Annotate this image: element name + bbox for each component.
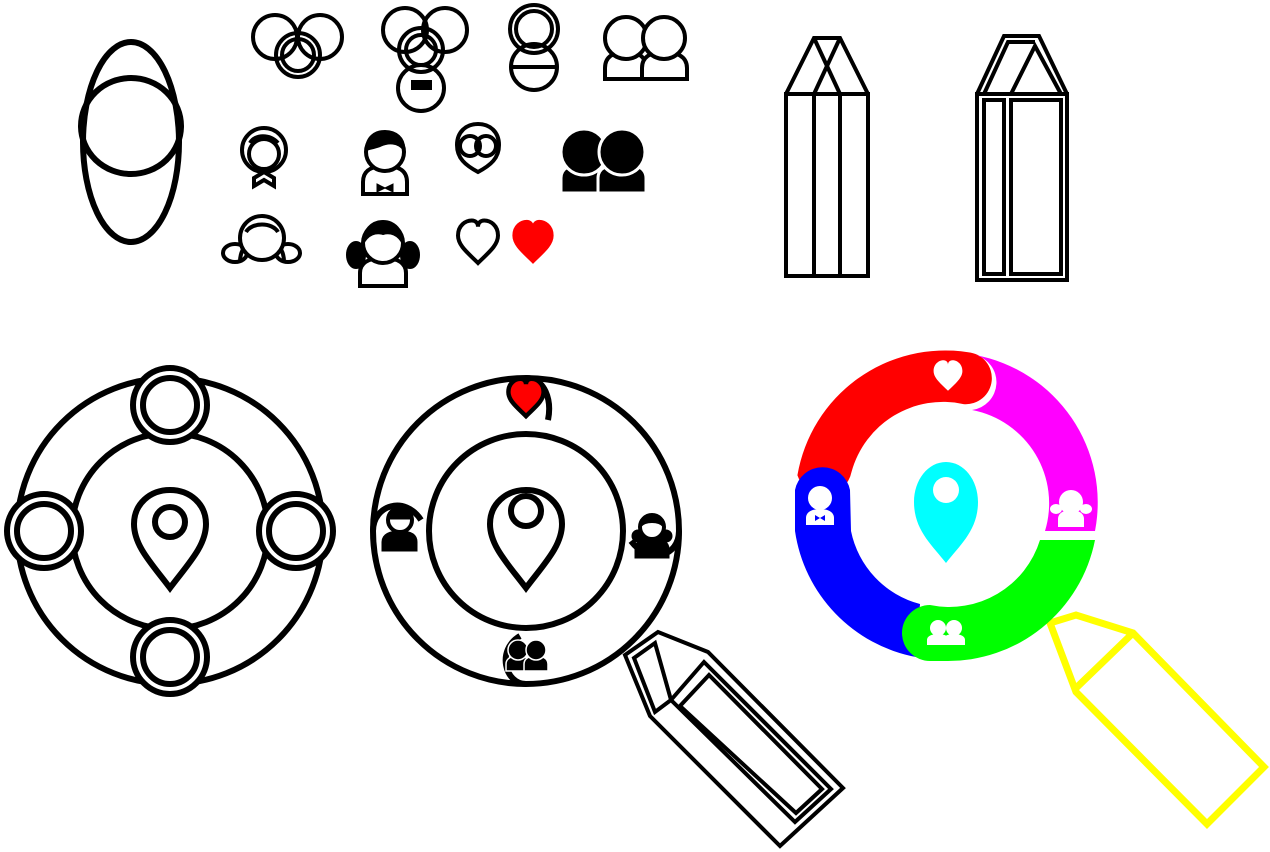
pencil-icon <box>1045 611 1269 829</box>
two-people-icon <box>927 620 965 645</box>
boy-bowtie-icon <box>361 129 409 196</box>
face-construction-icon <box>381 6 469 113</box>
location-pin-icon <box>490 490 562 588</box>
magnifier-pencil-icon <box>622 629 846 849</box>
pencil-outline-icon <box>975 34 1069 282</box>
oval-construction-icon <box>78 39 184 245</box>
interlocking-rings-icon <box>251 13 344 79</box>
boy-icon <box>806 486 834 525</box>
ring-segment-magenta <box>972 355 1098 531</box>
circle-node-icon <box>4 491 84 571</box>
heart-outline-icon <box>456 218 500 265</box>
boy-outline-icon <box>240 126 288 190</box>
sketch-ring-diagram <box>4 365 336 697</box>
two-people-icon <box>505 639 549 672</box>
head-circles-icon <box>508 3 560 92</box>
face-sketch-icon <box>454 121 502 175</box>
ring-segment-red <box>797 350 992 495</box>
circle-node-icon <box>256 491 336 571</box>
heart-filled-icon <box>511 219 555 265</box>
girl-icon <box>631 513 673 559</box>
circle-node-icon <box>130 365 210 445</box>
pencil-sketch-icon <box>784 36 870 278</box>
location-pin-icon <box>914 462 978 563</box>
girl-pigtails-icon <box>346 219 420 288</box>
girl-icon <box>1050 490 1092 527</box>
colored-ring-diagram <box>795 350 1269 829</box>
boy-icon <box>381 506 418 552</box>
two-people-filled-icon <box>559 127 648 195</box>
location-pin-icon <box>134 490 206 588</box>
outline-ring-diagram <box>370 375 846 849</box>
circle-node-icon <box>130 617 210 697</box>
two-heads-outline-icon <box>603 15 689 81</box>
girl-outline-icon <box>221 214 302 264</box>
